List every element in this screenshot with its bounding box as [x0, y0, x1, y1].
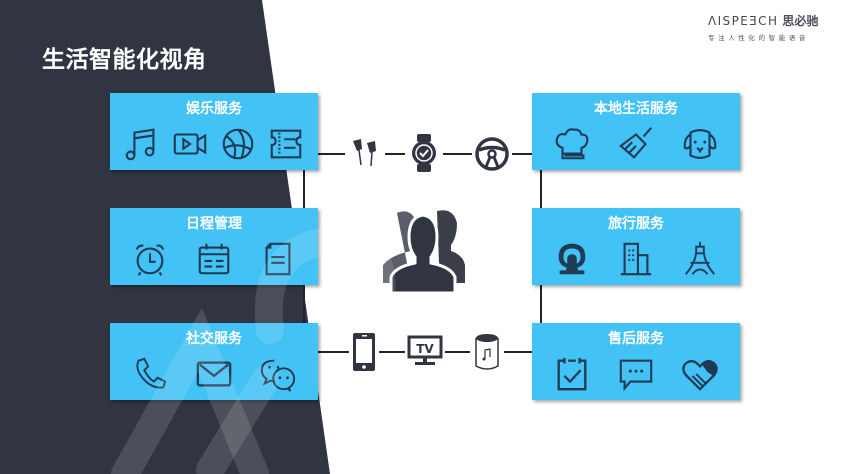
document-icon — [258, 239, 298, 279]
card-after-sales[interactable]: 售后服务 — [532, 323, 740, 400]
smartwatch-icon — [405, 131, 443, 175]
card-travel[interactable]: 旅行服务 — [532, 208, 740, 285]
calendar-icon — [194, 239, 234, 279]
eiffel-tower-icon — [680, 239, 720, 279]
card-title: 社交服务 — [186, 331, 242, 347]
card-title: 娱乐服务 — [186, 101, 242, 117]
card-title: 本地生活服务 — [594, 101, 678, 117]
chef-hat-icon — [552, 124, 592, 164]
railway-logo-icon — [552, 239, 592, 279]
steering-wheel-icon — [472, 134, 512, 174]
card-local-life[interactable]: 本地生活服务 — [532, 93, 740, 170]
mail-icon — [194, 354, 234, 394]
building-icon — [616, 239, 656, 279]
basketball-icon — [218, 124, 258, 164]
handshake-heart-icon — [680, 354, 720, 394]
music-note-icon — [122, 124, 162, 164]
page-title: 生活智能化视角 — [42, 47, 207, 73]
brand-logo: ΛISPEƎCH 思必驰 专注人性化的智能语音 — [708, 12, 844, 43]
card-entertainment[interactable]: 娱乐服务 — [110, 93, 318, 170]
video-camera-icon — [170, 124, 210, 164]
wechat-icon — [258, 354, 298, 394]
tv-icon: TV — [405, 333, 445, 369]
users-group-icon — [377, 203, 469, 295]
svg-text:TV: TV — [416, 342, 434, 356]
ticket-icon — [266, 124, 306, 164]
phone-icon — [130, 354, 170, 394]
smart-speaker-icon — [470, 331, 504, 373]
dog-icon — [680, 124, 720, 164]
card-schedule[interactable]: 日程管理 — [110, 208, 318, 285]
chat-bubble-icon — [616, 354, 656, 394]
brand-tagline: 专注人性化的智能语音 — [708, 34, 809, 42]
smartphone-icon — [349, 330, 379, 374]
card-title: 日程管理 — [186, 216, 242, 232]
card-title: 旅行服务 — [608, 216, 664, 232]
brand-name-en: ΛISPEƎCH — [708, 13, 779, 28]
earphones-icon — [345, 133, 385, 173]
broom-icon — [616, 124, 656, 164]
card-social[interactable]: 社交服务 — [110, 323, 318, 400]
clipboard-check-icon — [552, 354, 592, 394]
card-title: 售后服务 — [608, 331, 664, 347]
brand-name-cn: 思必驰 — [782, 14, 819, 28]
alarm-clock-icon — [130, 239, 170, 279]
